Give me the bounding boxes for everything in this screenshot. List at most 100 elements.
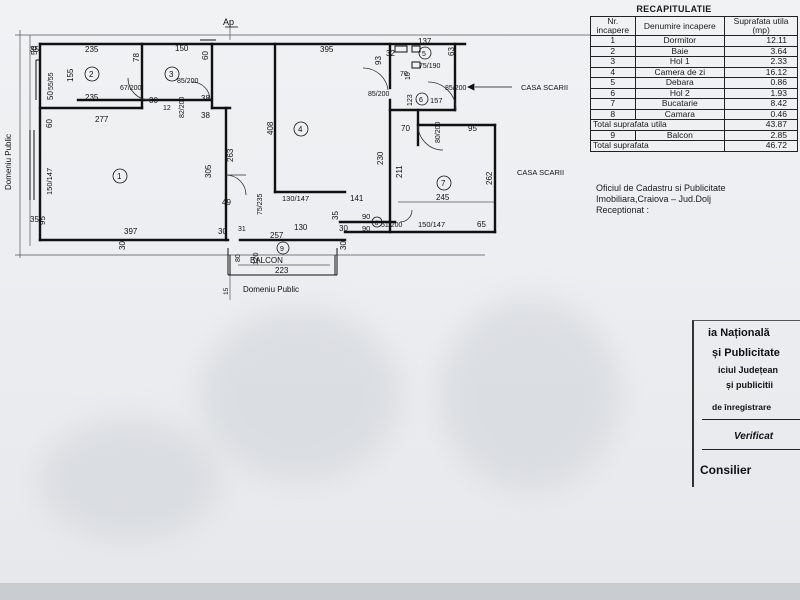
dim-text: 150 [175, 44, 189, 53]
dim-text: 230 [376, 151, 385, 165]
dim-text: 30 [339, 224, 348, 233]
cell-area: 3.64 [724, 45, 798, 57]
top-label: Ap [223, 17, 234, 27]
cell-area: 12.11 [724, 35, 798, 47]
dim-text: 51/200 [381, 222, 403, 229]
stamp-line-4: și publicitii [726, 380, 774, 390]
room-3-number: 3 [169, 70, 174, 79]
dim-text: 15 [223, 287, 230, 295]
room-8-number: 8 [375, 221, 379, 227]
dim-text: 130 [294, 223, 308, 232]
cell-name: Balcon [634, 129, 726, 141]
dim-text: 85/200 [445, 85, 467, 92]
total-value: 46.72 [724, 140, 798, 152]
stamp-line-6: Verificat [734, 431, 774, 442]
cell-nr: 4 [590, 66, 636, 78]
cell-name: Debara [634, 77, 726, 89]
stamp-line-1: ia Națională [708, 327, 770, 339]
dim-text: 155 [66, 68, 75, 82]
dim-text: 80/200 [435, 121, 442, 143]
room-5-number: 5 [422, 51, 426, 58]
cell-nr: 7 [590, 98, 636, 110]
smudge [200, 310, 400, 480]
dim-text: 30 [118, 241, 127, 250]
cell-name: Camera de zi [634, 66, 726, 78]
dim-text: 137 [418, 37, 432, 46]
cell-name: Dormitor [634, 35, 726, 47]
dim-text: 211 [395, 165, 404, 178]
room-1-number: 1 [117, 172, 122, 181]
table-header-row: Nr. incapere Denumire incapere Suprafata… [590, 16, 798, 36]
recap-table: Nr. incapere Denumire incapere Suprafata… [589, 16, 798, 152]
cell-area: 0.46 [724, 108, 798, 120]
dim-text: 63 [447, 47, 456, 56]
cell-nr: 5 [590, 77, 636, 89]
dim-text: 32 [386, 49, 395, 58]
balcon-label: BALCON [250, 256, 283, 265]
recapitulatie-panel: RECAPITULATIE Nr. incapere Denumire inca… [589, 4, 798, 152]
dim-text: 60 [45, 119, 54, 128]
table-surface [0, 583, 800, 600]
dim-text: 65 [477, 220, 486, 229]
cell-area: 1.93 [724, 87, 798, 99]
casa-scarii-right: CASA SCARII [517, 168, 564, 177]
dim-text: 82/200 [179, 96, 186, 118]
dim-text: 35 [30, 45, 39, 54]
office-line-3: Receptionat : [596, 205, 650, 215]
dim-text: 70 [401, 124, 410, 133]
total-utila-label: Total suprafata utila [589, 119, 726, 131]
dim-text: 30 [149, 96, 158, 105]
dim-text: 38 [201, 111, 210, 120]
dim-text: 75/190 [419, 63, 441, 70]
dim-text: 123 [407, 94, 414, 106]
header-area: Suprafata utila (mp) [724, 16, 798, 36]
dim-text: 31 [238, 226, 246, 233]
dim-text: 157 [430, 96, 443, 105]
total-utila-value: 43.87 [724, 119, 798, 131]
dim-text: 130/147 [282, 194, 309, 203]
dim-text: 90 [362, 224, 370, 233]
dim-text: 93 [374, 56, 383, 65]
office-line-2: Imobiliara,Craiova – Jud.Dolj [596, 194, 712, 204]
cell-name: Camara [634, 108, 726, 120]
dim-text: 60 [201, 51, 210, 60]
dim-text: 257 [270, 231, 284, 240]
dim-text: 397 [124, 227, 138, 236]
dim-text: 50 [46, 91, 55, 100]
cell-nr: 6 [590, 87, 636, 99]
cell-area: 2.33 [724, 56, 798, 68]
office-line-1: Oficiul de Cadastru si Publicitate [596, 183, 726, 193]
dim-text: 150/147 [45, 168, 54, 195]
room-7-number: 7 [441, 179, 446, 188]
smudge [440, 300, 620, 490]
room-4-number: 4 [298, 125, 303, 134]
dim-text: 262 [485, 171, 494, 185]
dim-text: 38 [201, 94, 210, 103]
cell-name: Baie [634, 45, 726, 57]
domeniu-public-left: Domeniu Public [4, 134, 13, 190]
dim-text: 49 [222, 198, 231, 207]
dim-text: 70 [400, 71, 408, 78]
domeniu-public-bottom: Domeniu Public [243, 285, 299, 294]
dim-text: 90 [362, 212, 370, 221]
cell-name: Hol 1 [634, 56, 726, 68]
official-stamp: ia Națională și Publicitate iciul Județe… [692, 320, 800, 487]
dim-text: 95 [38, 216, 47, 225]
recap-title: RECAPITULATIE [636, 4, 712, 14]
dim-text: 85/200 [177, 78, 199, 85]
dim-text: 277 [95, 115, 109, 124]
room-6-number: 6 [419, 97, 423, 104]
cadastru-office-block: Oficiul de Cadastru si Publicitate Imobi… [596, 183, 726, 216]
cell-nr: 3 [590, 56, 636, 68]
room-2-number: 2 [89, 70, 94, 79]
dim-text: 30 [218, 227, 227, 236]
header-name: Denumire incapere [634, 16, 726, 36]
